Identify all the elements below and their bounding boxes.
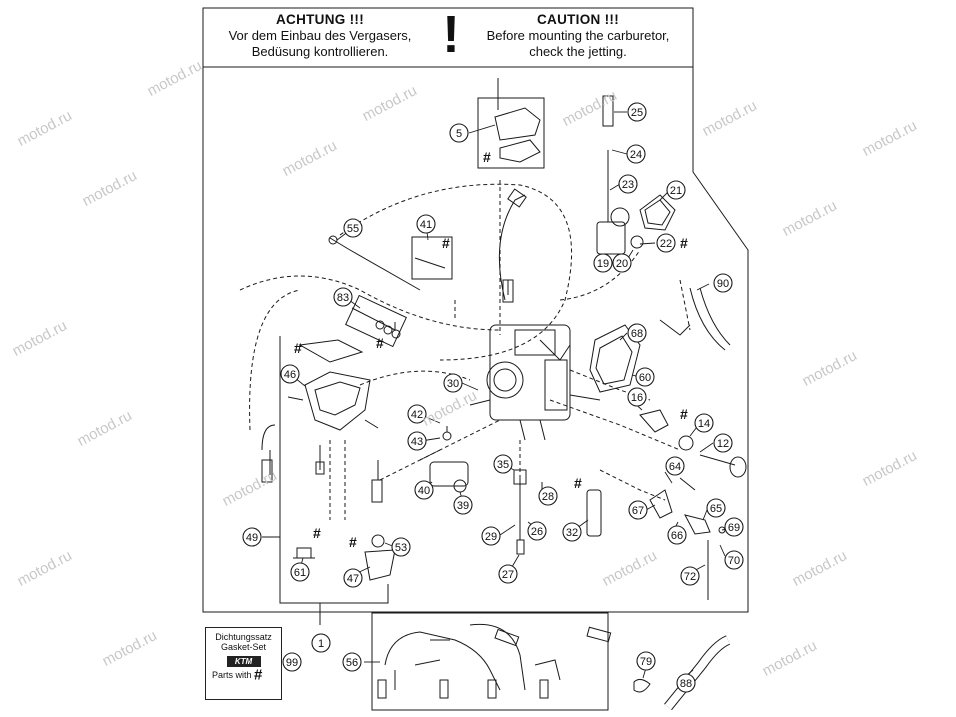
- callout-22: 22: [660, 238, 672, 250]
- carburetor-body: [469, 324, 601, 441]
- gasket-set-box: Dichtungssatz Gasket-Set KTM Parts with …: [205, 627, 282, 700]
- callout-16: 16: [631, 392, 643, 404]
- callout-55: 55: [347, 223, 359, 235]
- float-bowl: [287, 339, 379, 431]
- hash-mark: #: [442, 235, 450, 251]
- diagram-frame: [202, 7, 749, 613]
- callout-20: 20: [616, 258, 628, 270]
- callout-49: 49: [246, 532, 258, 544]
- hash-mark: #: [483, 149, 491, 165]
- hash-mark: #: [574, 475, 582, 491]
- callout-70: 70: [728, 555, 740, 567]
- warning-english-line2: check the jetting.: [529, 44, 627, 59]
- warning-symbol: !: [442, 6, 460, 64]
- parts-with-text: Parts with: [212, 670, 252, 680]
- hash-mark: #: [680, 406, 688, 422]
- callout-28: 28: [542, 491, 554, 503]
- callout-24: 24: [630, 149, 642, 161]
- callout-26: 26: [531, 526, 543, 538]
- callout-90: 90: [717, 278, 729, 290]
- callout-99: 99: [286, 657, 298, 669]
- callout-47: 47: [347, 573, 359, 585]
- hash-mark: #: [313, 525, 321, 541]
- callout-68: 68: [631, 328, 643, 340]
- callout-29: 29: [485, 531, 497, 543]
- warning-german-line1: Vor dem Einbau des Vergasers,: [228, 28, 412, 43]
- hose-set-box: [371, 612, 609, 711]
- callout-61: 61: [294, 567, 306, 579]
- callout-12: 12: [717, 438, 729, 450]
- callout-88: 88: [680, 678, 692, 690]
- callout-60: 60: [639, 372, 651, 384]
- callout-40: 40: [418, 485, 430, 497]
- hash-mark: #: [376, 335, 384, 351]
- callout-46: 46: [284, 369, 296, 381]
- callout-72: 72: [684, 571, 696, 583]
- callout-39: 39: [457, 500, 469, 512]
- callout-19: 19: [597, 258, 609, 270]
- hash-markers: # # # # # # # # #: [294, 149, 688, 550]
- callout-30: 30: [447, 378, 459, 390]
- callout-41: 41: [420, 219, 432, 231]
- callout-53: 53: [395, 542, 407, 554]
- cap-box: [477, 97, 545, 169]
- ktm-logo: KTM: [226, 656, 261, 667]
- callout-69: 69: [728, 522, 740, 534]
- callout-66: 66: [671, 530, 683, 542]
- callout-56: 56: [346, 657, 358, 669]
- gasket-set-label-de: Dichtungssatz: [215, 632, 272, 642]
- callout-14: 14: [698, 418, 710, 430]
- callout-65: 65: [710, 503, 722, 515]
- warning-english-title: CAUTION !!!: [536, 12, 620, 27]
- hash-mark: #: [349, 534, 357, 550]
- callout-27: 27: [502, 569, 514, 581]
- hash-mark: #: [294, 340, 302, 356]
- callout-1: 1: [318, 638, 324, 650]
- callout-25: 25: [631, 107, 643, 119]
- callout-42: 42: [411, 409, 423, 421]
- warning-german-title: ACHTUNG !!!: [275, 12, 365, 27]
- callout-64: 64: [669, 461, 681, 473]
- warning-english-line1: Before mounting the carburetor,: [486, 28, 670, 43]
- callout-43: 43: [411, 436, 423, 448]
- callout-32: 32: [566, 527, 578, 539]
- gasket-set-label-en: Gasket-Set: [220, 642, 267, 652]
- hash-mark: #: [680, 235, 688, 251]
- warning-english: CAUTION !!! Before mounting the carburet…: [468, 12, 688, 60]
- callout-35: 35: [497, 459, 509, 471]
- callout-circles: [242, 102, 744, 693]
- parts-with-label: Parts with #: [206, 666, 281, 684]
- callout-21: 21: [670, 185, 682, 197]
- callout-83: 83: [337, 292, 349, 304]
- callout-79: 79: [640, 656, 652, 668]
- callout-23: 23: [622, 179, 634, 191]
- parts-with-hash: #: [254, 666, 263, 684]
- callout-5: 5: [456, 128, 462, 140]
- warning-german: ACHTUNG !!! Vor dem Einbau des Vergasers…: [210, 12, 430, 60]
- warning-german-line2: Bedüsung kontrollieren.: [251, 44, 389, 59]
- callout-67: 67: [632, 505, 644, 517]
